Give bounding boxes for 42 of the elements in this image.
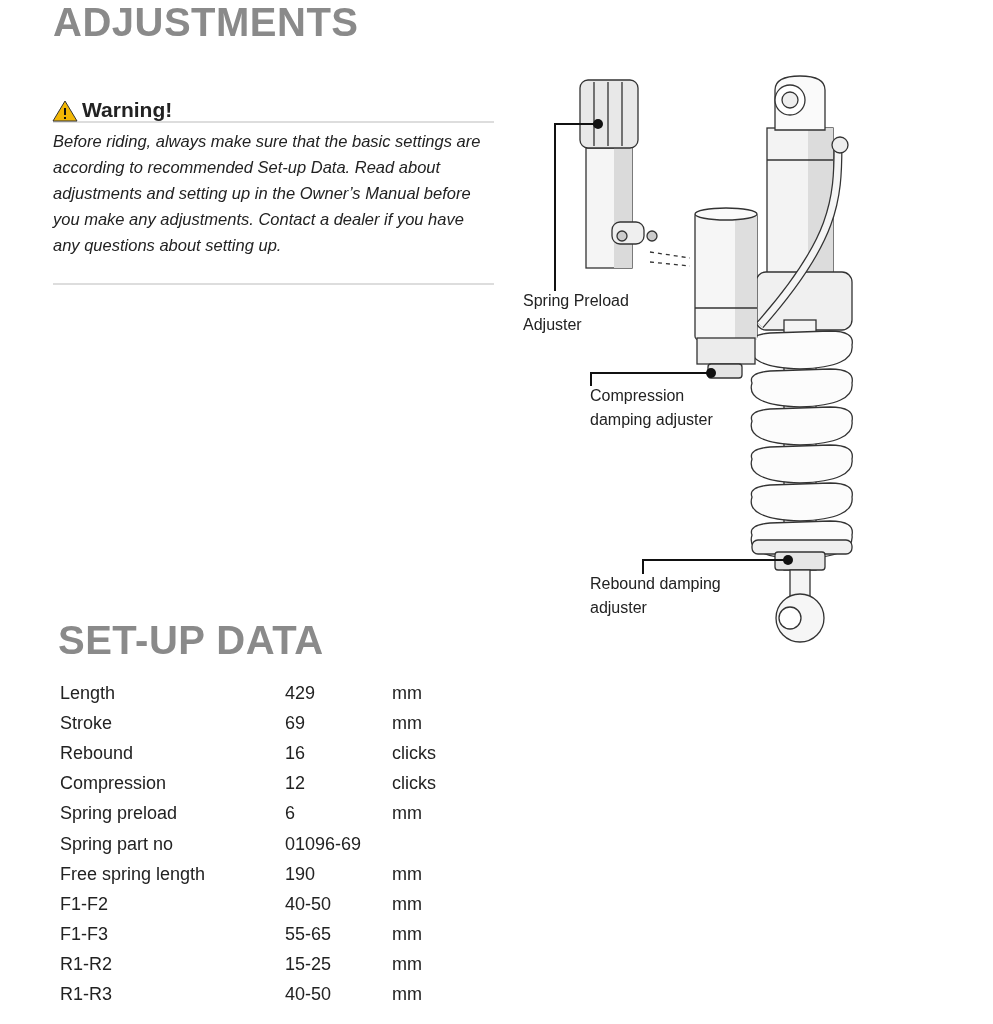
- unit-text: mm: [392, 953, 422, 975]
- parameter-value: 12: [285, 773, 306, 795]
- leader-line: [642, 555, 793, 575]
- leader-line: [590, 368, 716, 387]
- unit-text: clicks: [392, 743, 436, 765]
- parameter-name: R1-R2: [60, 953, 112, 975]
- parameter-value: 40-50: [285, 893, 332, 915]
- section-heading: SET-UP DATA: [58, 618, 324, 663]
- unit-text: mm: [392, 984, 422, 1005]
- parameter-value: 40-50: [285, 984, 332, 1005]
- parameter-value: 69: [285, 713, 306, 735]
- warning-heading: Warning!: [82, 98, 173, 122]
- parameter-name: Free spring length: [60, 863, 206, 885]
- parameter-name: F1-F2: [60, 893, 108, 915]
- parameter-value: 15-25: [285, 953, 332, 975]
- parameter-value: 6: [285, 803, 295, 825]
- parameter-name: Rebound: [60, 743, 134, 765]
- parameter-name: Spring part no: [60, 833, 174, 855]
- parameter-name: Compression: [60, 773, 167, 795]
- unit-text: mm: [392, 893, 422, 915]
- parameter-value: 16: [285, 743, 306, 765]
- part-label: Spring Preload Adjuster: [523, 289, 663, 337]
- parameter-name: R1-R3: [60, 984, 112, 1005]
- unit-text: mm: [392, 683, 422, 704]
- warning-text: Before riding, always make sure that the basic settings are according to recommended Set-up Data. Read about adjustments and setting up in the Owner’s Manual before you make any adjustments. Contact a dealer if you have any questions about setting up.: [53, 131, 482, 256]
- unit-text: mm: [392, 923, 422, 945]
- parameter-value: 01096-69: [285, 833, 362, 855]
- unit-text: mm: [392, 803, 422, 825]
- parameter-name: Stroke: [60, 713, 113, 735]
- part-label: Compression damping adjuster: [590, 384, 730, 432]
- parameter-name: Length: [60, 683, 116, 704]
- part-label: Rebound damping adjuster: [590, 572, 770, 620]
- parameter-name: Spring preload: [60, 803, 178, 825]
- page-title: ADJUSTMENTS: [53, 0, 359, 45]
- parameter-value: 190: [285, 863, 316, 885]
- unit-text: clicks: [392, 773, 436, 795]
- parameter-value: 429: [285, 683, 316, 704]
- leader-line: [554, 119, 603, 292]
- parameter-name: F1-F3: [60, 923, 108, 945]
- unit-text: mm: [392, 863, 422, 885]
- parameter-value: 55-65: [285, 923, 332, 945]
- unit-text: mm: [392, 713, 422, 735]
